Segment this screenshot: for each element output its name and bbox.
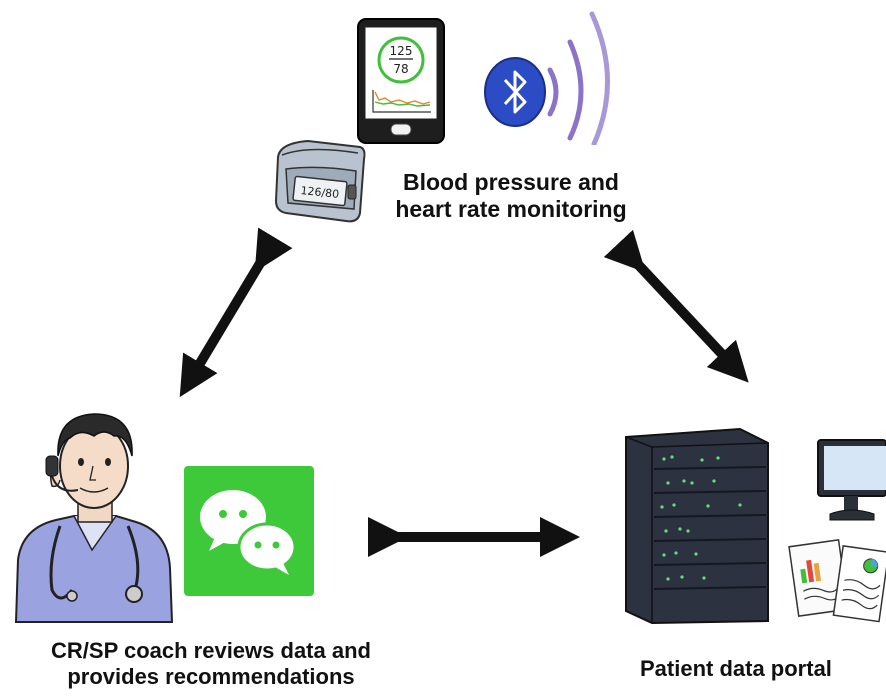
coach-caption-line-1: CR/SP coach reviews data and <box>51 638 371 663</box>
bluetooth-icon <box>484 11 610 145</box>
blood-pressure-cuff-illustration: 126/80 <box>274 139 366 223</box>
monitoring-caption-line-2: heart rate monitoring <box>395 196 627 223</box>
cuff-reading-text: 126/80 <box>300 184 340 201</box>
coach-avatar <box>14 413 174 623</box>
portal-caption: Patient data portal <box>640 656 886 682</box>
arrow-monitoring-portal <box>603 229 749 383</box>
server-rack-illustration <box>625 427 769 625</box>
monitoring-caption-line-1: Blood pressure and <box>403 169 619 195</box>
wechat-icon <box>184 466 314 596</box>
phone-diastolic-reading: 78 <box>393 62 408 76</box>
monitoring-caption: Blood pressure and heart rate monitoring <box>366 169 656 223</box>
coach-caption: CR/SP coach reviews data and provides re… <box>6 638 416 690</box>
portal-caption-line: Patient data portal <box>640 656 832 681</box>
report-documents-illustration <box>788 539 886 623</box>
smartphone-illustration: 125 78 <box>357 18 445 144</box>
coach-caption-line-2: provides recommendations <box>67 663 355 689</box>
phone-systolic-reading: 125 <box>390 44 413 58</box>
arrow-monitoring-coach <box>179 227 293 398</box>
desktop-monitor-illustration <box>817 439 886 521</box>
